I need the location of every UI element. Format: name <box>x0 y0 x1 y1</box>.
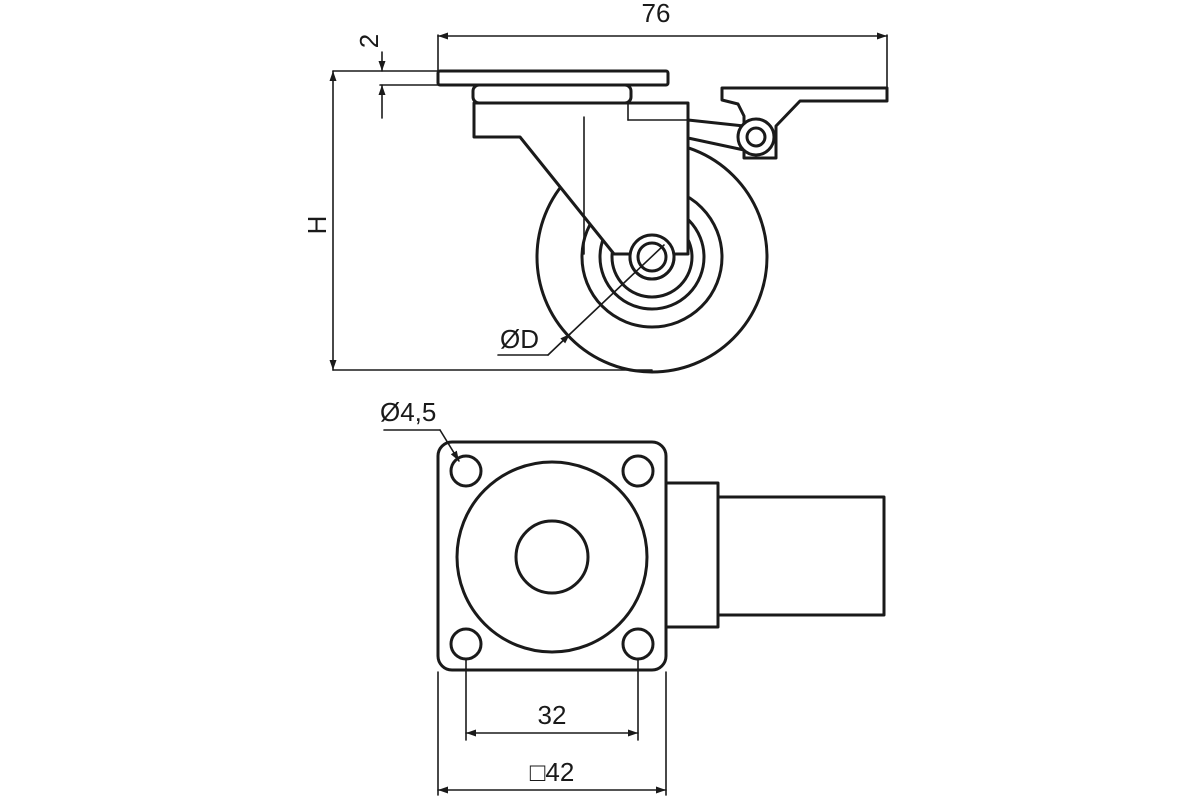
kingpin <box>514 519 590 595</box>
brake-housing <box>664 481 720 629</box>
brake-lever <box>686 86 889 160</box>
side-view: 76 2 H ØD <box>302 0 889 374</box>
fork-bracket <box>472 101 690 256</box>
mounting-hole <box>449 454 483 488</box>
top-view: Ø4,5 32 □42 <box>380 397 886 796</box>
dim-label-32: 32 <box>538 700 567 730</box>
mounting-hole <box>621 454 655 488</box>
base-plate <box>436 440 668 672</box>
turntable-ring <box>455 460 649 654</box>
swivel-bearing <box>471 83 633 105</box>
dim-label-od: ØD <box>500 324 539 354</box>
dim-label-hole: Ø4,5 <box>380 397 436 427</box>
dim-label-h: H <box>302 216 332 235</box>
dim-label-76: 76 <box>642 0 671 28</box>
dim-label-2: 2 <box>354 34 384 48</box>
top-plate <box>436 69 670 87</box>
dim-label-42: □42 <box>530 757 575 787</box>
